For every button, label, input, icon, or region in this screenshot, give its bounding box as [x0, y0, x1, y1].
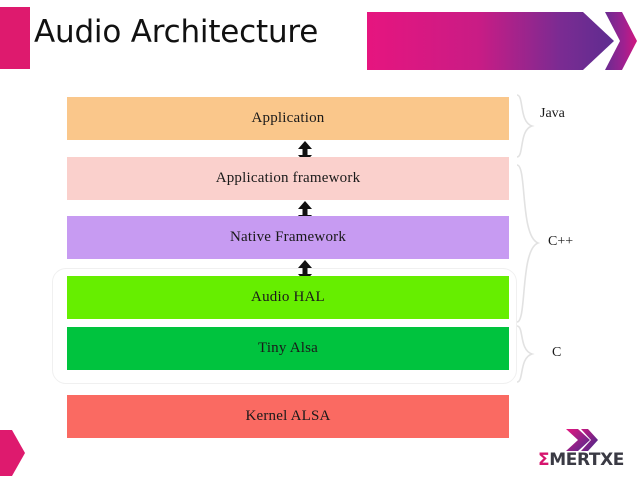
- double-chevron-right-icon: [566, 429, 598, 451]
- brace-label-java: Java: [540, 106, 565, 121]
- brace-java-icon: [516, 94, 535, 158]
- brand-sigma: Σ: [538, 450, 550, 470]
- brace-c-icon: [516, 325, 535, 383]
- layer-tiny-alsa[interactable]: Tiny Alsa: [67, 327, 509, 370]
- chevron-banner-icon: [367, 12, 637, 70]
- emertxe-logo: ΣMERTXE: [533, 428, 629, 474]
- layer-kernel-alsa[interactable]: Kernel ALSA: [67, 395, 509, 438]
- brace-cpp-icon: [516, 164, 541, 323]
- layer-application-framework[interactable]: Application framework: [67, 157, 509, 200]
- brand-wordmark-text: MERTXE: [549, 450, 624, 470]
- page-title: Audio Architecture: [34, 14, 319, 50]
- layer-label: Application: [251, 110, 325, 126]
- slide-header: Audio Architecture: [0, 0, 638, 82]
- layer-label: Kernel ALSA: [245, 408, 331, 424]
- layer-audio-hal[interactable]: Audio HAL: [67, 276, 509, 319]
- brace-label-c: C: [552, 345, 562, 360]
- brand-wordmark: ΣMERTXE: [533, 450, 629, 470]
- brace-label-cpp: C++: [548, 234, 574, 249]
- title-accent-block: [0, 7, 30, 69]
- layer-label: Native Framework: [229, 229, 347, 245]
- layer-label: Application framework: [215, 170, 361, 186]
- native-group-outline: [52, 268, 517, 384]
- layer-label: Audio HAL: [251, 289, 325, 305]
- layer-application[interactable]: Application: [67, 97, 509, 140]
- audio-architecture-diagram: Application Application framework Native…: [0, 82, 638, 442]
- layer-label: Tiny Alsa: [257, 340, 319, 356]
- layer-native-framework[interactable]: Native Framework: [67, 216, 509, 259]
- arrow-right-pink-icon: [0, 430, 25, 476]
